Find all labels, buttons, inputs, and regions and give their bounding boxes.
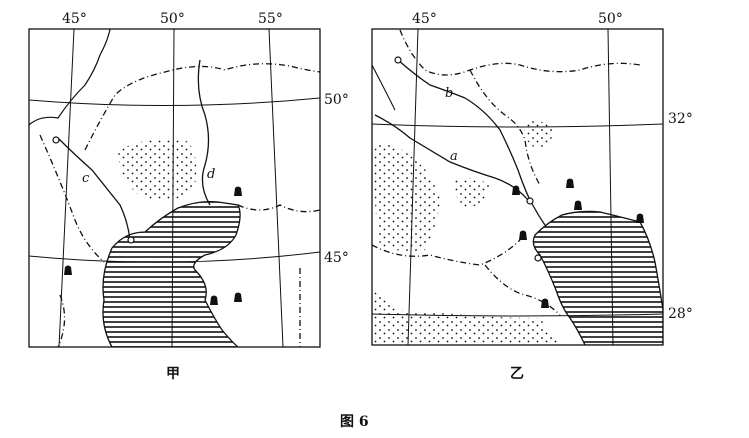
oil-field-icon (574, 200, 582, 210)
river-label-a: a (450, 149, 458, 164)
desert-area (372, 290, 560, 345)
city-circle-icon (127, 236, 135, 244)
graticule (372, 29, 663, 345)
river-a (374, 114, 529, 201)
city-circle-icon (394, 56, 402, 64)
river-label-d: d (207, 167, 215, 182)
oil-field-icon (234, 186, 242, 196)
national-border (39, 63, 320, 347)
map-yi-frame (371, 28, 664, 346)
desert-area (524, 121, 555, 148)
oil-field-icon (566, 178, 574, 188)
oil-field-icon (519, 230, 527, 240)
river-d (197, 59, 211, 206)
graticule (29, 29, 320, 347)
oil-field-icon (541, 298, 549, 308)
oil-field-icon (512, 185, 520, 195)
map-yi: 45° 50° 32° 28° a b 乙 (371, 11, 693, 382)
oil-field-icon (234, 292, 242, 302)
lon-label-50: 50° (160, 11, 185, 27)
lon-label-50: 50° (598, 11, 623, 27)
lon-label-45: 45° (412, 11, 437, 27)
city-circle-icon (52, 136, 60, 144)
city-circle-icon (534, 254, 542, 262)
map-yi-caption: 乙 (510, 366, 524, 382)
caspian-sea (102, 200, 241, 347)
city-circle-icon (526, 197, 534, 205)
oil-field-icon (64, 265, 72, 275)
lat-label-32: 32° (668, 111, 693, 127)
map-jia-caption: 甲 (166, 366, 180, 382)
map-jia-frame (28, 28, 321, 348)
river-label-c: c (82, 171, 90, 186)
national-border (372, 29, 641, 316)
coastline-north (29, 29, 111, 126)
lon-label-55: 55° (258, 11, 283, 27)
desert-area (374, 144, 440, 252)
oil-field-icon (210, 295, 218, 305)
figure-caption: 图 6 (340, 414, 369, 430)
lat-label-50: 50° (324, 92, 349, 108)
lat-label-28: 28° (668, 306, 693, 322)
river-tributary (372, 64, 396, 111)
oil-field-icon (636, 213, 644, 223)
map-jia: 45° 50° 55° 50° 45° c d 甲 (28, 11, 349, 382)
river-label-b: b (445, 86, 453, 101)
river-c (57, 137, 131, 241)
lat-label-45: 45° (324, 250, 349, 266)
persian-gulf (532, 210, 663, 345)
desert-area (118, 138, 197, 201)
desert-area (454, 178, 490, 208)
lon-label-45: 45° (62, 11, 87, 27)
